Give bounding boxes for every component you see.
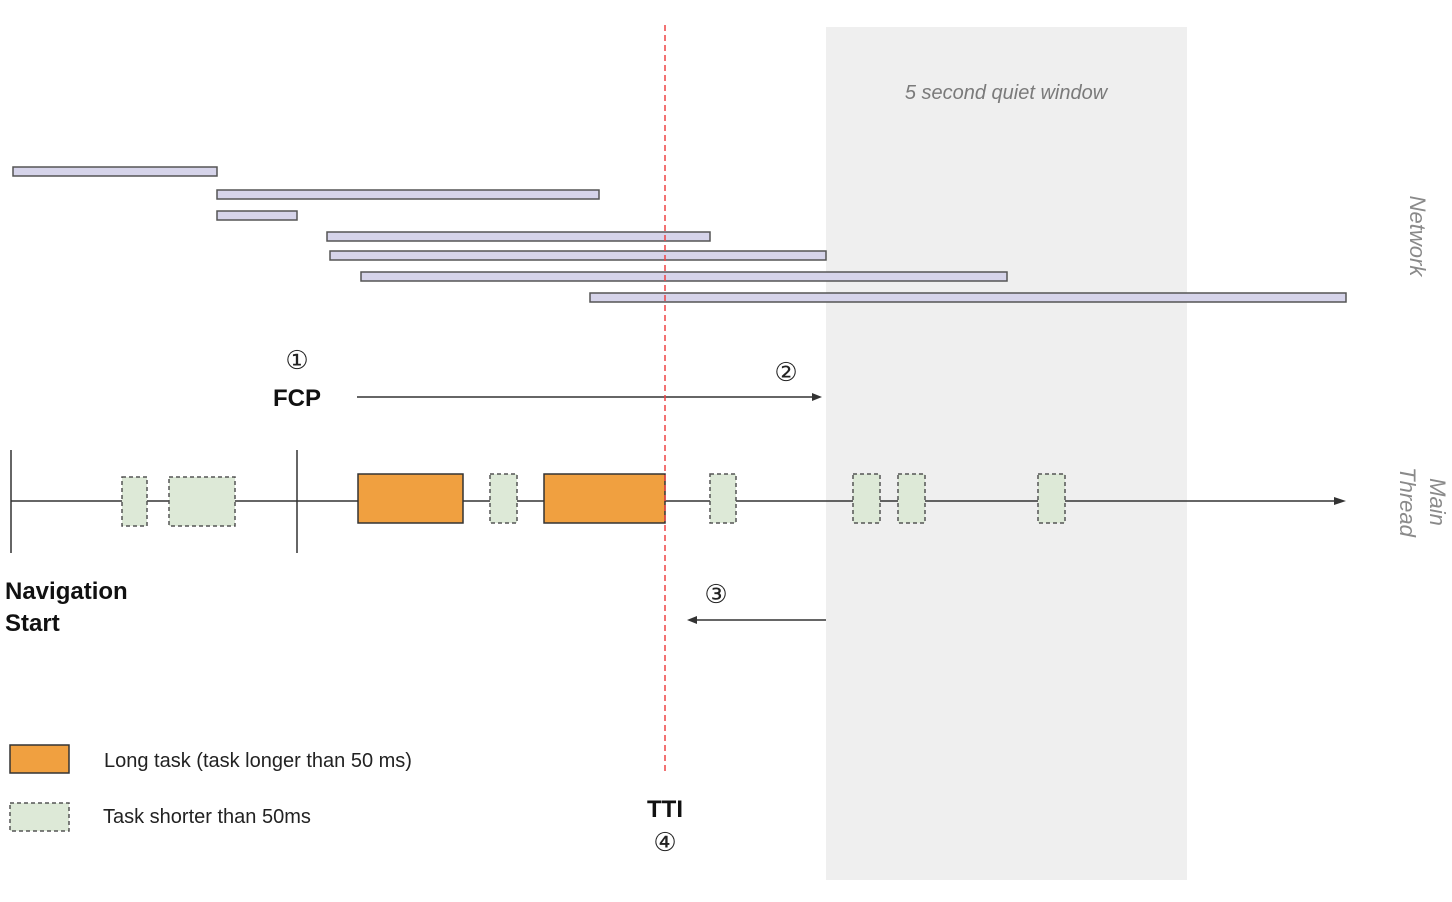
legend-long-task-text: Long task (task longer than 50 ms) xyxy=(104,750,412,772)
navigation-start-line1: Navigation xyxy=(5,578,128,605)
short-task xyxy=(852,473,881,524)
main-thread-label-line2: Thread xyxy=(1395,467,1420,537)
network-request-bar xyxy=(589,292,1347,303)
step3-marker: ③ xyxy=(704,580,727,610)
short-task xyxy=(489,473,518,524)
step2-marker: ② xyxy=(774,358,797,388)
short-tasks xyxy=(121,473,1066,527)
network-request-bar xyxy=(216,189,600,200)
tti-label: TTI xyxy=(647,796,683,823)
network-request-bar xyxy=(360,271,1008,282)
long-task xyxy=(357,473,464,524)
legend-short-task-text: Task shorter than 50ms xyxy=(103,806,311,828)
short-task xyxy=(1037,473,1066,524)
network-requests xyxy=(12,166,1347,303)
navigation-start-line2: Start xyxy=(5,610,60,637)
network-request-bar xyxy=(329,250,827,261)
short-task xyxy=(897,473,926,524)
short-task xyxy=(121,476,148,527)
main-thread-label-line1: Main xyxy=(1425,478,1450,526)
quiet-window-region xyxy=(826,27,1187,880)
step2-arrowhead xyxy=(812,393,822,401)
network-request-bar xyxy=(326,231,711,242)
network-request-bar xyxy=(216,210,298,221)
legend-long-task-swatch xyxy=(9,744,70,774)
tti-marker: ④ xyxy=(653,828,676,858)
quiet-window-label: 5 second quiet window xyxy=(905,82,1109,104)
fcp-marker: ① xyxy=(285,346,308,376)
main-thread-arrowhead xyxy=(1334,497,1346,505)
step3-arrowhead xyxy=(687,616,697,624)
long-tasks xyxy=(357,473,666,524)
long-task xyxy=(543,473,666,524)
short-task xyxy=(709,473,737,524)
legend: Long task (task longer than 50 ms) Task … xyxy=(9,744,412,832)
short-task xyxy=(168,476,236,527)
fcp-label: FCP xyxy=(273,385,321,412)
network-request-bar xyxy=(12,166,218,177)
legend-short-task-swatch xyxy=(9,802,70,832)
network-label: Network xyxy=(1405,196,1430,278)
